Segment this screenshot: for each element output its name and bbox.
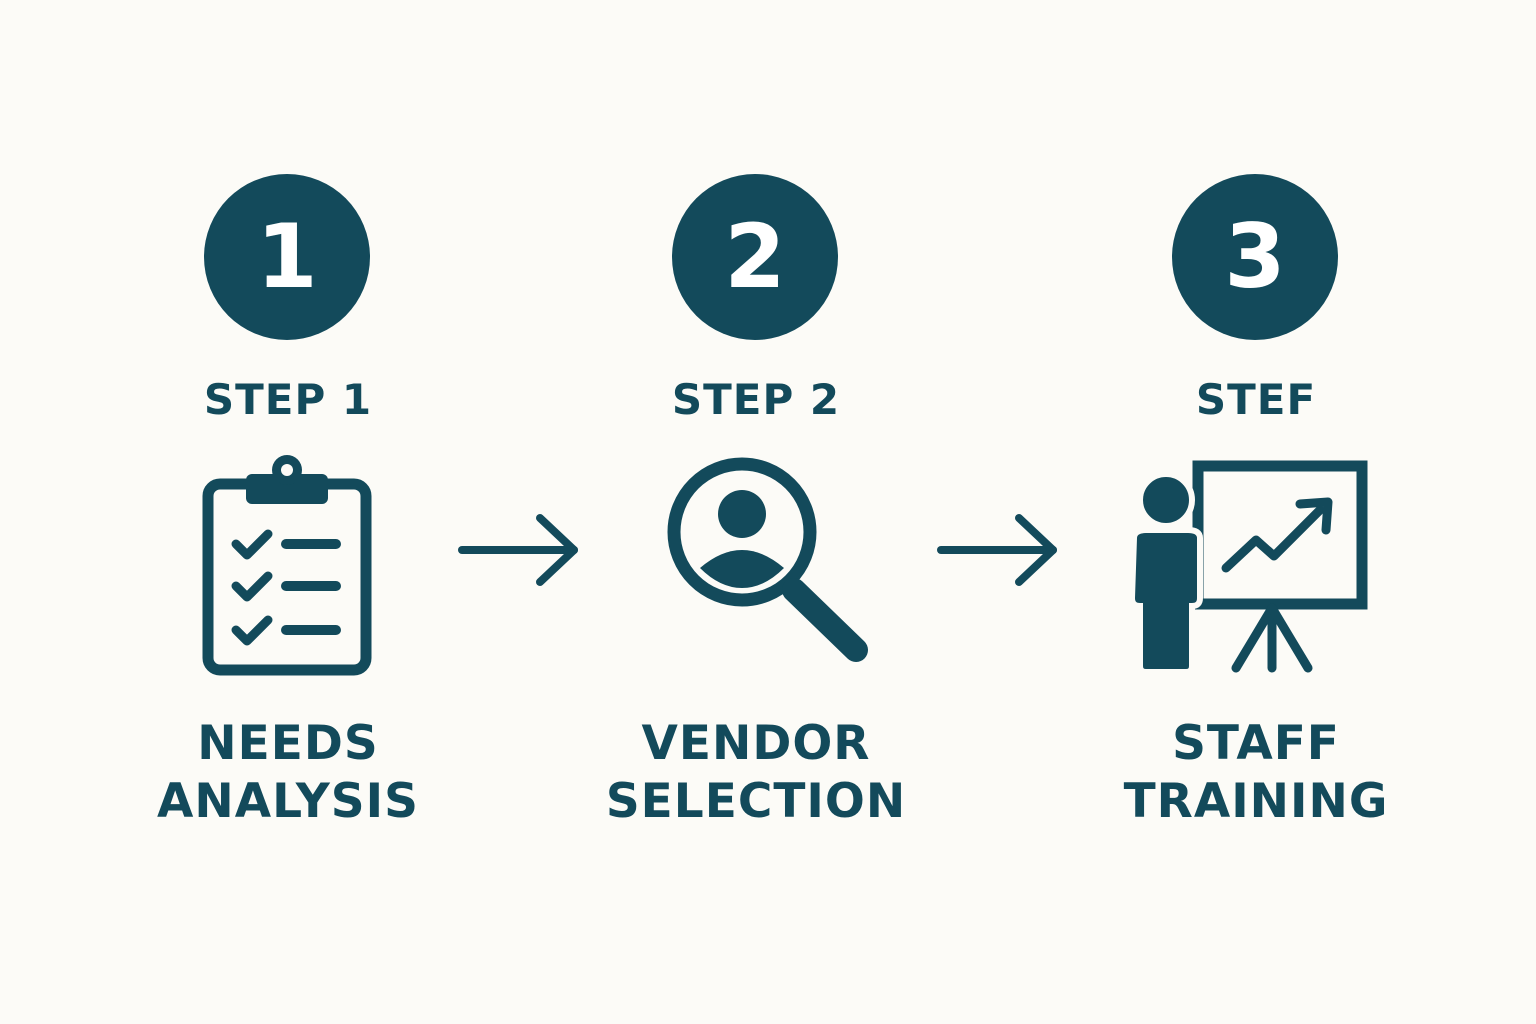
step-title-line2: SELECTION — [605, 774, 907, 829]
presenter-chart-icon — [1128, 460, 1368, 674]
arrow-right-icon — [937, 514, 1057, 586]
step-label: STEP 2 — [671, 375, 841, 424]
step-2: 2 STEP 2 VENDOR SELECTION — [576, 0, 936, 1024]
step-number-badge: 2 — [672, 174, 838, 340]
step-number-badge: 1 — [204, 174, 370, 340]
step-title-line2: ANALYSIS — [157, 774, 419, 829]
arrow-right-icon — [458, 514, 578, 586]
step-label: STEF — [1195, 375, 1317, 424]
step-title-line2: TRAINING — [1123, 774, 1389, 829]
step-title-line1: STAFF — [1172, 716, 1340, 771]
clipboard-checklist-icon — [202, 455, 372, 676]
step-number-badge: 3 — [1172, 174, 1338, 340]
step-3: 3 STEF STAFF TRAINING — [1076, 0, 1436, 1024]
step-label: STEP 1 — [203, 375, 373, 424]
step-title-line1: VENDOR — [641, 716, 871, 771]
step-1: 1 STEP 1 NEEDS ANALYSIS — [108, 0, 468, 1024]
step-title-line1: NEEDS — [197, 716, 379, 771]
magnifier-person-icon — [667, 457, 868, 662]
